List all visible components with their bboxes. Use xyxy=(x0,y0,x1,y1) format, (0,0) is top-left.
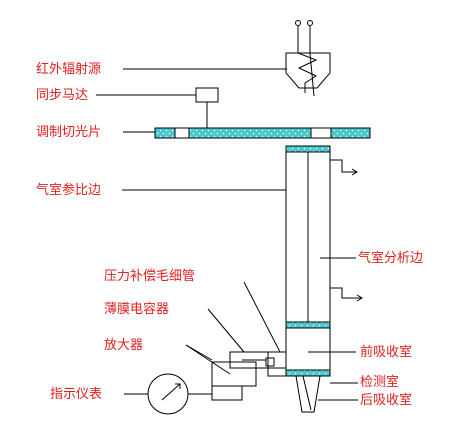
gas-inlet xyxy=(330,159,357,173)
rear-chamber xyxy=(295,375,321,413)
indicator-meter xyxy=(147,373,189,415)
leader-pressure-capillary xyxy=(243,281,281,353)
film-capacitor xyxy=(229,351,287,369)
amplifier-box xyxy=(211,361,257,387)
label-infrared-source: 红外辐射源 xyxy=(36,62,102,77)
pressure-capillary xyxy=(267,351,287,377)
label-detector-chamber: 检测室 xyxy=(360,375,400,390)
sync-motor xyxy=(195,87,219,103)
label-pressure-capillary: 压力补偿毛细管 xyxy=(104,269,196,284)
label-film-capacitor: 薄膜电容器 xyxy=(104,302,170,317)
label-sync-motor: 同步马达 xyxy=(36,88,89,103)
leader-film-capacitor xyxy=(207,308,245,353)
label-indicator: 指示仪表 xyxy=(50,387,103,402)
infrared-source xyxy=(285,20,331,97)
leader-amplifier-2 xyxy=(185,344,213,361)
leader-amplifier xyxy=(185,344,231,375)
label-analysis-cell: 气室分析边 xyxy=(358,251,424,266)
gas-outlet-arrow xyxy=(356,294,363,302)
label-rear-chamber: 后吸收室 xyxy=(360,393,413,408)
gas-inlet-arrow xyxy=(351,168,358,176)
gas-outlet xyxy=(330,287,362,299)
gas-cell xyxy=(285,145,331,329)
amplifier-output xyxy=(211,385,243,401)
label-amplifier: 放大器 xyxy=(104,338,144,353)
label-reference-cell: 气室参比边 xyxy=(36,183,102,198)
label-front-chamber: 前吸收室 xyxy=(360,345,413,360)
chopper-disc xyxy=(154,127,371,139)
label-chopper: 调制切光片 xyxy=(36,125,102,140)
